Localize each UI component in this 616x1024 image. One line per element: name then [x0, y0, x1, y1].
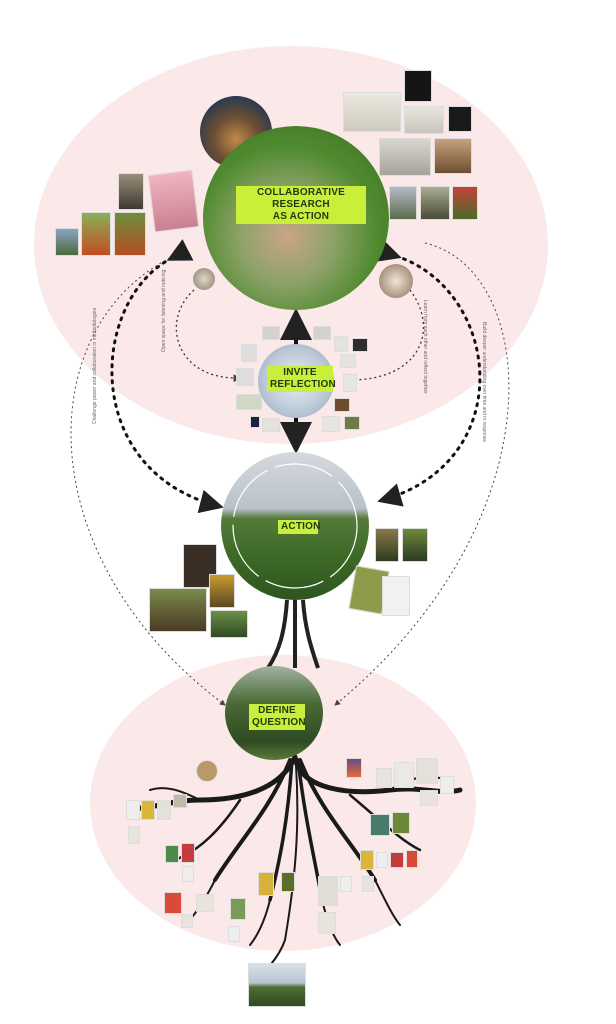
photo-thumbnail	[343, 92, 401, 132]
photo-thumbnail	[181, 843, 195, 863]
trunk-roots	[266, 599, 320, 670]
photo-thumbnail	[173, 794, 187, 808]
invite-reflection-label: INVITE REFLECTION	[267, 366, 336, 392]
photo-thumbnail	[392, 812, 410, 834]
collaborative-research-label: COLLABORATIVE RESEARCH AS ACTION	[236, 186, 366, 224]
photo-thumbnail	[334, 336, 348, 352]
photo-thumbnail	[228, 926, 240, 942]
photo-thumbnail	[236, 394, 262, 410]
photo-thumbnail	[362, 876, 374, 892]
left-outer-label: Challenge power and collaboration in met…	[92, 307, 98, 424]
photo-thumbnail	[404, 106, 444, 134]
photo-thumbnail	[318, 876, 338, 906]
photo-thumbnail	[147, 169, 200, 233]
photo-thumbnail	[382, 576, 410, 616]
photo-thumbnail	[343, 374, 357, 392]
photo-thumbnail	[404, 70, 432, 102]
photo-thumbnail	[230, 898, 246, 920]
photo-thumbnail	[434, 138, 472, 174]
photo-thumbnail	[346, 758, 362, 778]
photo-thumbnail	[81, 212, 111, 256]
photo-thumbnail	[313, 326, 331, 340]
photo-thumbnail	[376, 852, 388, 868]
photo-thumbnail	[118, 173, 144, 210]
photo-thumbnail	[149, 588, 207, 632]
photo-thumbnail	[126, 800, 140, 820]
photo-thumbnail	[416, 758, 438, 784]
photo-thumbnail	[406, 850, 418, 868]
photo-thumbnail	[258, 872, 274, 896]
photo-thumbnail	[402, 528, 428, 562]
photo-thumbnail	[181, 914, 193, 928]
photo-thumbnail	[210, 610, 248, 638]
right-thick-loop	[375, 238, 482, 507]
photo-thumbnail	[390, 852, 404, 868]
small-round-photo	[193, 268, 215, 290]
photo-thumbnail	[448, 106, 472, 132]
photo-thumbnail	[182, 866, 194, 882]
right-outer-label: Build deeper understanding over time and…	[481, 322, 487, 443]
photo-thumbnail	[420, 186, 450, 220]
photo-thumbnail	[241, 344, 257, 362]
photo-thumbnail	[55, 228, 79, 256]
photo-thumbnail	[114, 212, 146, 256]
photo-thumbnail	[209, 574, 235, 608]
photo-thumbnail	[165, 845, 179, 863]
photo-thumbnail	[370, 814, 390, 836]
right-inner-loop	[348, 289, 425, 384]
photo-thumbnail	[376, 768, 392, 788]
photo-thumbnail	[440, 776, 454, 794]
photo-thumbnail	[236, 368, 254, 386]
photo-thumbnail	[340, 354, 356, 368]
photo-thumbnail	[196, 894, 214, 912]
landscape-photo	[248, 963, 306, 1007]
photo-thumbnail	[157, 800, 171, 820]
photo-thumbnail	[375, 528, 399, 562]
photo-thumbnail	[128, 826, 140, 844]
photo-thumbnail	[389, 186, 417, 220]
action-cycle-ring	[232, 463, 358, 589]
photo-thumbnail	[340, 876, 352, 892]
photo-thumbnail	[164, 892, 182, 914]
photo-thumbnail	[250, 416, 260, 428]
photo-thumbnail	[262, 326, 280, 340]
photo-thumbnail	[196, 760, 218, 782]
photo-thumbnail	[360, 850, 374, 870]
left-thick-loop	[110, 239, 224, 514]
photo-thumbnail	[318, 912, 336, 934]
left-inner-label: Open space for listening and noticing	[161, 269, 167, 352]
define-question-label: DEFINE QUESTION	[249, 704, 306, 730]
right-inner-label: Learn from each other and reflect togeth…	[422, 300, 428, 394]
action-label: ACTION	[278, 520, 320, 534]
photo-thumbnail	[281, 872, 295, 892]
left-inner-loop	[175, 289, 242, 383]
photo-thumbnail	[262, 418, 280, 432]
small-round-photo	[379, 264, 413, 298]
photo-thumbnail	[344, 416, 360, 430]
photo-thumbnail	[420, 790, 438, 806]
photo-thumbnail	[141, 800, 155, 820]
photo-thumbnail	[379, 138, 431, 176]
photo-thumbnail	[322, 416, 340, 432]
photo-thumbnail	[334, 398, 350, 412]
photo-thumbnail	[452, 186, 478, 220]
photo-thumbnail	[352, 338, 368, 352]
photo-thumbnail	[394, 762, 414, 788]
